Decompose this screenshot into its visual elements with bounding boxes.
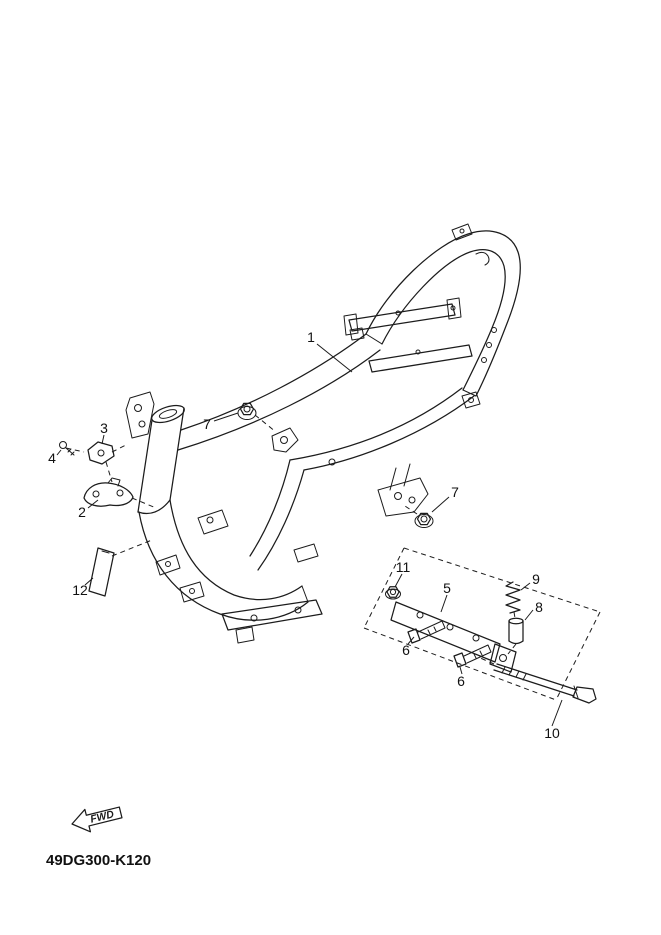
callout-1: 1 <box>307 329 315 345</box>
fwd-label: FWD <box>89 808 116 826</box>
spar-bracket <box>271 427 299 453</box>
frame-body <box>125 223 521 644</box>
callout-9: 9 <box>532 571 540 587</box>
fwd-arrow-shape <box>71 806 123 833</box>
cross-member-lower <box>368 344 473 373</box>
top-bracket <box>451 223 473 241</box>
hook-clip <box>475 251 490 266</box>
rear-loop-inner <box>381 249 506 391</box>
down-tube <box>138 511 309 621</box>
callout-5: 5 <box>443 580 451 596</box>
rear-mount-bracket <box>377 477 429 517</box>
fwd-arrow: FWD <box>71 806 123 833</box>
cross-member-upper <box>348 303 456 332</box>
callout-11: 11 <box>395 559 411 575</box>
main-spar <box>180 333 367 431</box>
bracket-part-2 <box>83 477 134 507</box>
callout-3: 3 <box>100 420 108 436</box>
head-tube-bracket <box>125 391 155 439</box>
plate-part-12 <box>88 547 115 597</box>
diagram-part-code: 49DG300-K120 <box>46 852 152 869</box>
spring-9 <box>505 581 521 614</box>
bolt-6-left <box>407 620 446 644</box>
callout-8: 8 <box>535 599 543 615</box>
bottom-bracket <box>221 599 323 631</box>
bushing-8 <box>508 617 524 645</box>
bracket-bar <box>390 601 501 663</box>
rear-loop-outer <box>365 230 521 397</box>
callout-7-upper: 7 <box>203 416 211 432</box>
callout-7-right: 7 <box>451 484 459 500</box>
stand-bracket-assembly <box>385 581 597 704</box>
callout-6-left: 6 <box>402 642 410 658</box>
callout-4: 4 <box>48 450 56 466</box>
callout-12: 12 <box>72 582 88 598</box>
long-bolt-10 <box>493 663 597 704</box>
callout-2: 2 <box>78 504 86 520</box>
screw-part-4 <box>59 441 75 456</box>
bolt-6-right <box>453 644 492 668</box>
callout-10: 10 <box>544 725 560 741</box>
leader-lines <box>56 343 563 727</box>
nut-11 <box>385 586 401 600</box>
flange-nut-right <box>414 512 434 528</box>
flange-nut-upper <box>237 402 257 420</box>
steering-head-tube <box>137 404 185 515</box>
dashed-guides <box>65 414 601 701</box>
left-parts-group <box>59 441 134 507</box>
callout-6-right: 6 <box>457 673 465 689</box>
rear-lower-rail <box>303 395 475 471</box>
clamp-part-3 <box>87 441 115 465</box>
